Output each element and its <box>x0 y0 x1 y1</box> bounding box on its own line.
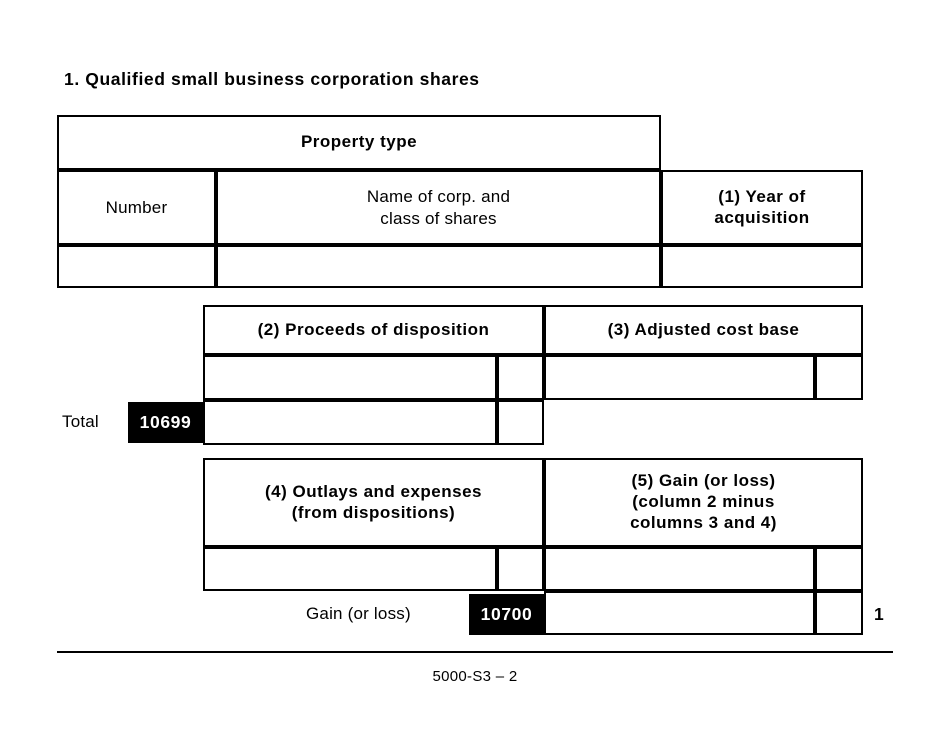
gain-or-loss-label: Gain (or loss) <box>306 604 411 623</box>
column-header-year-of-acquisition: (1) Year of acquisition <box>661 170 863 245</box>
column-header-number: Number <box>57 170 216 245</box>
outlays-line-2: (from dispositions) <box>291 502 456 522</box>
column-header-year-of-acquisition-label: (1) Year of acquisition <box>714 187 809 228</box>
line-number-10699: 10699 <box>128 402 203 443</box>
gain-or-loss-line-2: (column 2 minus <box>632 492 775 512</box>
column-header-proceeds-of-disposition: (2) Proceeds of disposition <box>203 305 544 355</box>
entry-field-proceeds-total-cents[interactable] <box>497 400 544 445</box>
total-label: Total <box>62 412 99 431</box>
entry-field-proceeds-cents-row1[interactable] <box>497 355 544 400</box>
name-of-corp-line-1: Name of corp. and <box>366 187 511 207</box>
column-header-adjusted-cost-base: (3) Adjusted cost base <box>544 305 863 355</box>
column-header-proceeds-of-disposition-label: (2) Proceeds of disposition <box>257 319 490 339</box>
entry-field-gain-or-loss-cents-row1[interactable] <box>815 547 863 591</box>
entry-field-proceeds-dollars-row1[interactable] <box>203 355 497 400</box>
footer-divider <box>57 651 893 653</box>
column-header-name-of-corp-label: Name of corp. and class of shares <box>367 186 510 229</box>
line-number-10700: 10700 <box>469 594 544 635</box>
entry-field-gain-or-loss-total-cents[interactable] <box>815 591 863 635</box>
entry-field-outlays-dollars[interactable] <box>203 547 497 591</box>
entry-field-adjusted-cost-base-dollars[interactable] <box>544 355 815 400</box>
gain-or-loss-line-3: columns 3 and 4) <box>630 512 777 532</box>
property-type-group-header: Property type <box>57 115 661 170</box>
year-of-acquisition-line-1: (1) Year of <box>718 186 806 206</box>
item-number-marker: 1 <box>874 604 884 624</box>
column-header-outlays-and-expenses: (4) Outlays and expenses (from dispositi… <box>203 458 544 547</box>
entry-field-outlays-cents[interactable] <box>497 547 544 591</box>
column-header-adjusted-cost-base-label: (3) Adjusted cost base <box>607 319 800 339</box>
outlays-line-1: (4) Outlays and expenses <box>264 481 483 501</box>
name-of-corp-line-2: class of shares <box>380 208 497 228</box>
entry-field-gain-or-loss-total-dollars[interactable] <box>544 591 815 635</box>
entry-field-gain-or-loss-dollars-row1[interactable] <box>544 547 815 591</box>
year-of-acquisition-line-2: acquisition <box>714 207 810 227</box>
gain-or-loss-line-1: (5) Gain (or loss) <box>631 471 776 491</box>
footer-form-id: 5000-S3 – 2 <box>432 668 518 685</box>
entry-field-proceeds-total-dollars[interactable] <box>203 400 497 445</box>
entry-field-name-of-corp[interactable] <box>216 245 661 288</box>
column-header-outlays-and-expenses-label: (4) Outlays and expenses (from dispositi… <box>265 482 482 523</box>
entry-field-adjusted-cost-base-cents[interactable] <box>815 355 863 400</box>
column-header-gain-or-loss: (5) Gain (or loss) (column 2 minus colum… <box>544 458 863 547</box>
property-type-group-header-label: Property type <box>300 132 418 152</box>
column-header-name-of-corp: Name of corp. and class of shares <box>216 170 661 245</box>
column-header-number-label: Number <box>105 197 168 217</box>
entry-field-year-of-acquisition[interactable] <box>661 245 863 288</box>
column-header-gain-or-loss-label: (5) Gain (or loss) (column 2 minus colum… <box>630 471 777 533</box>
entry-field-number[interactable] <box>57 245 216 288</box>
page-title: 1. Qualified small business corporation … <box>64 69 480 89</box>
